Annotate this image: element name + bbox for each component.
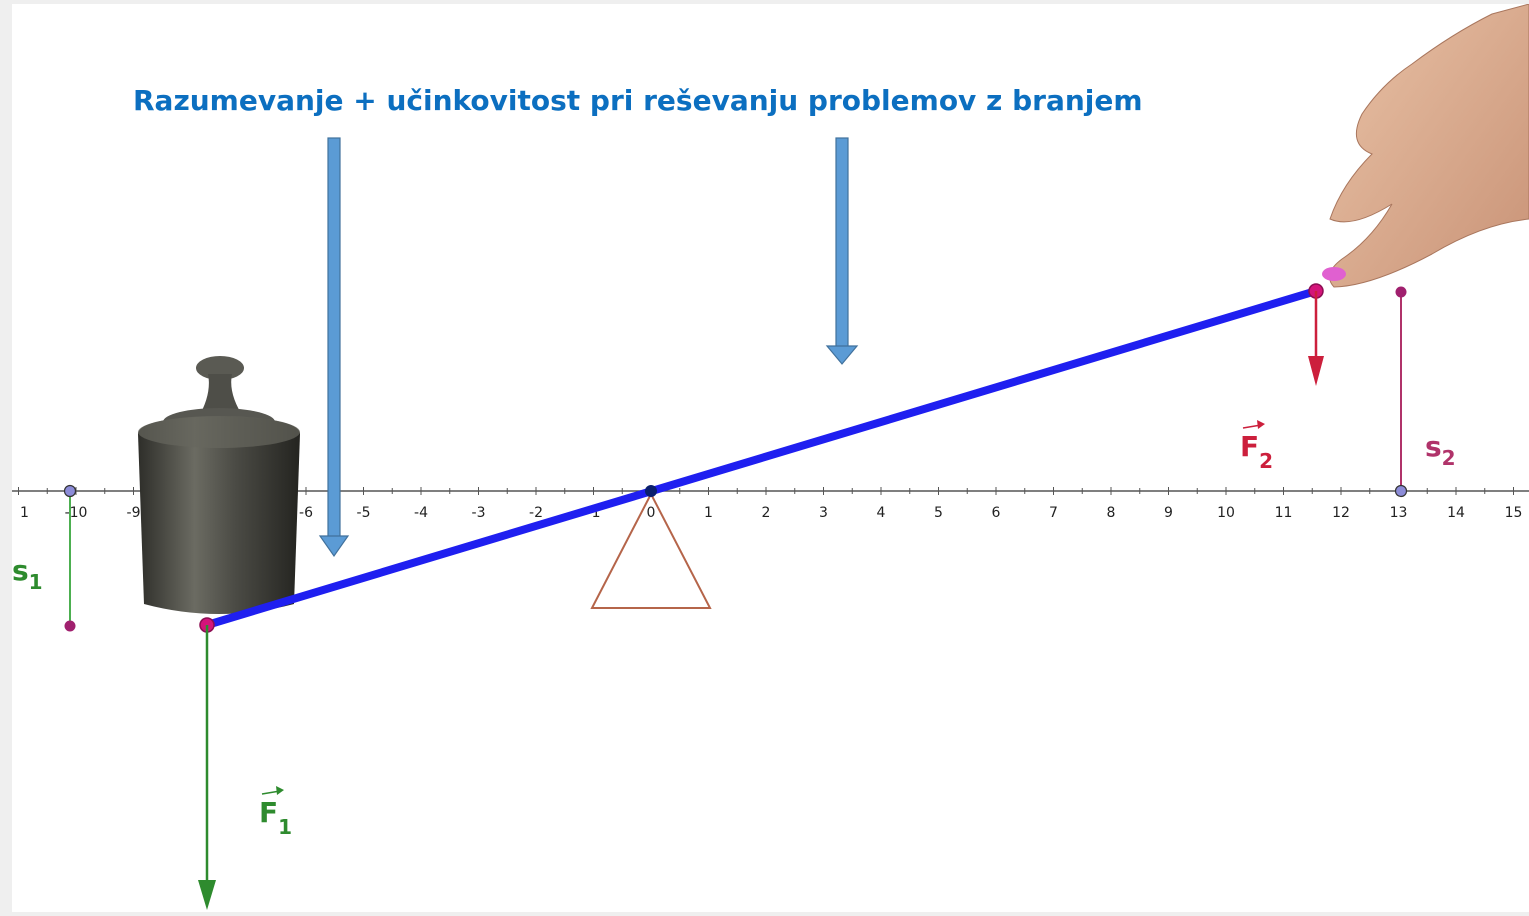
axis-tick-label: 1 xyxy=(704,505,713,521)
s2-top-point[interactable] xyxy=(1395,286,1407,298)
axis-tick-label: -5 xyxy=(357,505,371,521)
axis-tick-label: -2 xyxy=(529,505,543,521)
axis-tick-label: 5 xyxy=(934,505,943,521)
force-f1-label: F1 xyxy=(259,786,292,839)
s2-segment xyxy=(1394,286,1408,498)
callout-arrow-right xyxy=(825,137,859,365)
axis-tick-label: -6 xyxy=(299,505,313,521)
axis-tick-label: 8 xyxy=(1107,505,1116,521)
s2-label: s2 xyxy=(1425,430,1456,470)
axis-tick-label: 4 xyxy=(877,505,886,521)
pivot-point[interactable] xyxy=(645,485,657,497)
force-f2-arrow xyxy=(1308,291,1324,386)
axis-tick-label: 6 xyxy=(992,505,1001,521)
callout-arrow-left xyxy=(318,137,350,558)
lever-diagram: 1-10-9-8-7-6-5-4-3-2-1012345678910111213… xyxy=(12,4,1529,912)
axis-tick-label: -10 xyxy=(65,505,88,521)
axis-tick-label: 12 xyxy=(1332,505,1350,521)
svg-text:F1: F1 xyxy=(259,796,292,839)
axis-tick-label: 11 xyxy=(1275,505,1293,521)
force-f1-arrow xyxy=(198,625,216,910)
svg-text:F2: F2 xyxy=(1240,430,1273,473)
axis-tick-label: -9 xyxy=(127,505,141,521)
weight-image xyxy=(138,356,300,614)
axis-tick-label: 2 xyxy=(762,505,771,521)
axis-tick-label: 14 xyxy=(1447,505,1465,521)
axis-tick-label: 15 xyxy=(1505,505,1523,521)
hand-image xyxy=(1322,4,1529,288)
axis-tick-label: 3 xyxy=(819,505,828,521)
axis-tick-label: 10 xyxy=(1217,505,1235,521)
force-f2-label: F2 xyxy=(1240,420,1273,473)
s2-bottom-point[interactable] xyxy=(1394,484,1408,498)
s1-segment xyxy=(63,484,77,632)
diagram-canvas: 1-10-9-8-7-6-5-4-3-2-1012345678910111213… xyxy=(12,4,1529,910)
axis-tick-label: 13 xyxy=(1390,505,1408,521)
lever-rod xyxy=(203,287,1320,629)
s1-bottom-point[interactable] xyxy=(64,620,76,632)
axis-tick-label: 9 xyxy=(1164,505,1173,521)
fulcrum-triangle xyxy=(590,491,712,609)
s1-label: s1 xyxy=(12,554,43,594)
axis-tick-label: 7 xyxy=(1049,505,1058,521)
axis-tick-label: -3 xyxy=(472,505,486,521)
s1-top-point[interactable] xyxy=(63,484,77,498)
axis-tick-label: 0 xyxy=(647,505,656,521)
axis-tick-label: 1 xyxy=(20,505,29,521)
page-title: Razumevanje + učinkovitost pri reševanju… xyxy=(133,84,1143,117)
axis-tick-label: -4 xyxy=(414,505,428,521)
